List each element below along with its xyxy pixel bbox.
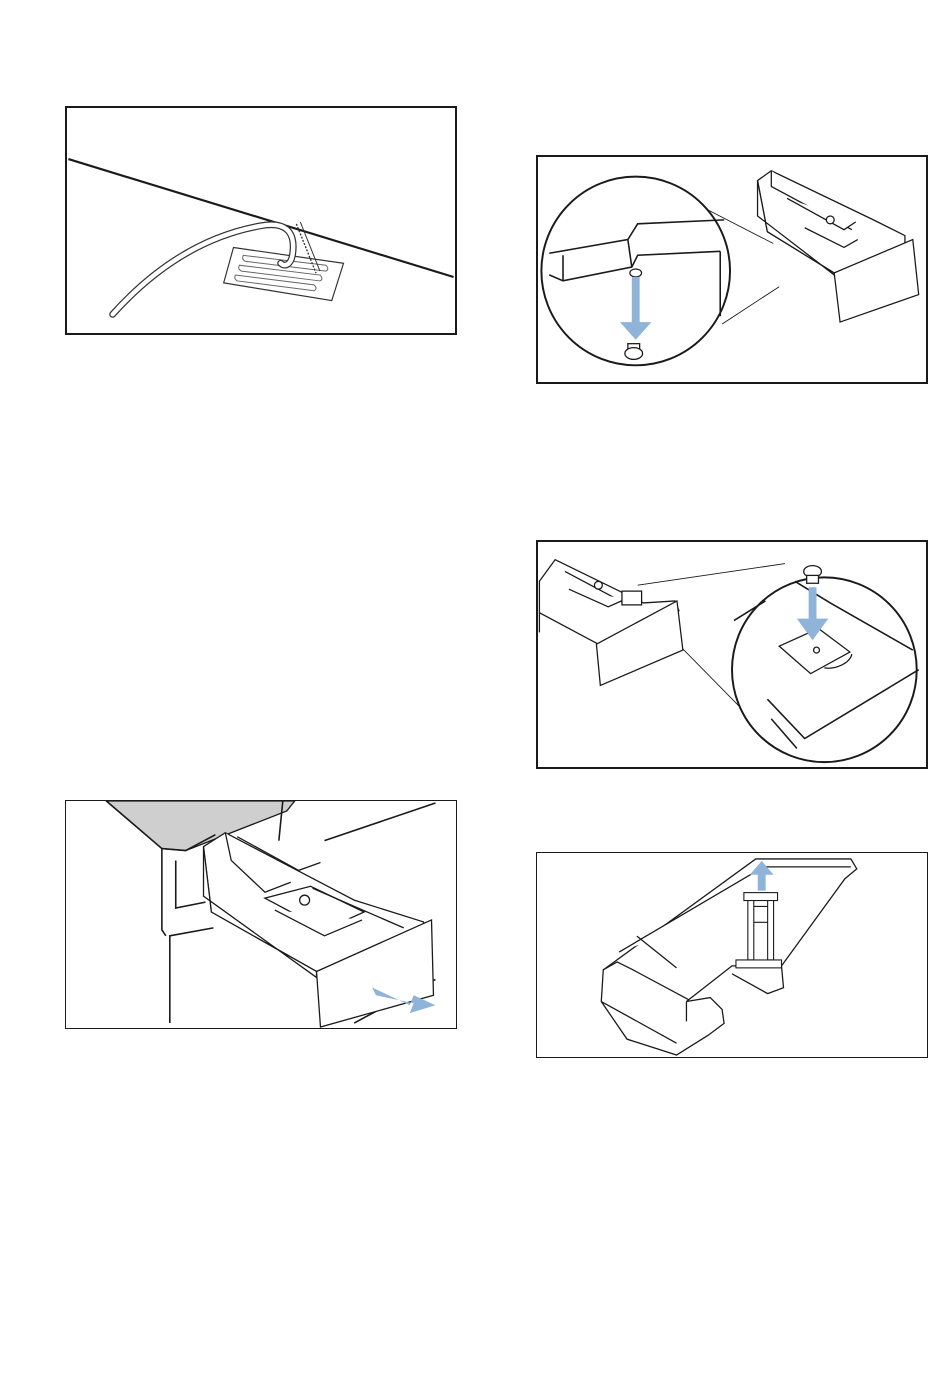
drawer-pull-icon — [66, 801, 456, 1028]
figure-remove-nozzle — [536, 155, 928, 384]
nozzle-insert-icon — [538, 542, 926, 767]
nozzle-remove-icon — [538, 157, 926, 382]
figure-hose-clip — [65, 106, 457, 335]
figure-insert-nozzle — [536, 540, 928, 769]
figure-pull-out-drawer — [65, 800, 457, 1029]
figure-lift-siphon — [536, 852, 928, 1058]
hose-icon — [67, 108, 455, 333]
siphon-lift-icon — [537, 853, 927, 1057]
